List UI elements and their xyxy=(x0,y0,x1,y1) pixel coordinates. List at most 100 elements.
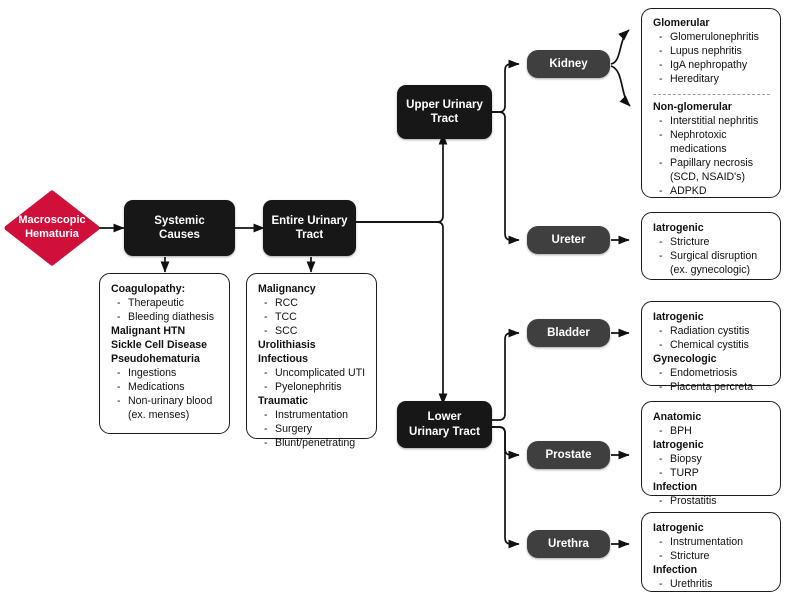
urethra-groups: IatrogenicInstrumentationStrictureInfect… xyxy=(653,522,770,592)
group-item: (SCD, NSAID's) xyxy=(670,170,746,183)
group-item: Stricture xyxy=(653,236,770,250)
edge-kidney-to-glomerular xyxy=(610,29,630,65)
group-item: Chemical cystitis xyxy=(653,339,770,353)
group-header: Anatomic xyxy=(653,411,702,423)
group-header: Iatrogenic xyxy=(653,522,704,534)
group-item-list: Prostatitis xyxy=(653,495,770,509)
edge-lower-to-prostate xyxy=(492,426,520,460)
systemic-groups: Coagulopathy: TherapeuticBleeding diathes… xyxy=(111,283,219,423)
group-item: TCC xyxy=(258,311,366,325)
detail-box-prostate: AnatomicBPHIatrogenicBiopsyTURPInfection… xyxy=(641,401,781,509)
node-systemic-causes-line2: Causes xyxy=(159,229,200,241)
group-item-list: TherapeuticBleeding diathesis xyxy=(111,297,219,325)
node-bladder-label: Bladder xyxy=(547,326,590,339)
edge-lower-to-bladder xyxy=(492,328,520,421)
group-header: Non-glomerular xyxy=(653,100,732,113)
group-item: Medications xyxy=(111,381,219,395)
node-lower-urinary-tract-line2: Urinary Tract xyxy=(409,425,480,438)
group-item: Instrumentation xyxy=(653,536,770,550)
node-entire-urinary-tract[interactable]: Entire Urinary Tract xyxy=(263,200,356,256)
node-ureter[interactable]: Ureter xyxy=(527,226,610,254)
group-item: Uncomplicated UTI xyxy=(258,367,366,381)
kidney-nonglomerular-groups: Non-glomerularInterstitial nephritisNeph… xyxy=(653,101,770,199)
ureter-groups: IatrogenicStrictureSurgical disruption(e… xyxy=(653,222,770,278)
group-item-list: GlomerulonephritisLupus nephritisIgA nep… xyxy=(653,31,770,87)
group-item: (ex. gynecologic) xyxy=(670,263,751,276)
group-item: RCC xyxy=(258,297,366,311)
node-upper-urinary-tract-line2: Tract xyxy=(430,113,459,125)
detail-box-systemic: Coagulopathy: TherapeuticBleeding diathes… xyxy=(99,273,230,434)
node-lower-urinary-tract[interactable]: Lower Urinary Tract xyxy=(397,401,492,448)
group-header: Infection xyxy=(653,480,698,493)
entire-tract-groups: MalignancyRCCTCCSCCUrolithiasisInfectiou… xyxy=(258,283,366,451)
node-bladder[interactable]: Bladder xyxy=(527,319,610,347)
node-ureter-label: Ureter xyxy=(551,233,586,246)
group-item-list: InstrumentationSurgeryBlunt/penetrating xyxy=(258,409,366,451)
group-item-list: InstrumentationStricture xyxy=(653,536,770,564)
start-node-label: Macroscopic Hematuria xyxy=(18,214,85,242)
group-item-list: Interstitial nephritisNephrotoxicmedicat… xyxy=(653,115,770,199)
detail-box-kidney: GlomerularGlomerulonephritisLupus nephri… xyxy=(641,8,781,199)
node-systemic-causes-line1: Systemic xyxy=(154,214,205,227)
group-item: Glomerulonephritis xyxy=(653,31,770,45)
group-item-list: Radiation cystitisChemical cystitis xyxy=(653,325,770,353)
group-item-list: StrictureSurgical disruption(ex. gynecol… xyxy=(653,236,770,278)
node-kidney[interactable]: Kidney xyxy=(527,50,610,78)
group-item: Ingestions xyxy=(111,367,219,381)
group-header: Coagulopathy: xyxy=(111,283,186,295)
group-item: TURP xyxy=(653,467,770,481)
start-label-line1: Macroscopic xyxy=(18,214,86,227)
node-urethra-label: Urethra xyxy=(548,537,589,550)
group-header: Iatrogenic xyxy=(653,438,704,451)
group-header: Iatrogenic xyxy=(653,222,704,234)
start-label-line2: Hematuria xyxy=(25,228,79,240)
group-item: Biopsy xyxy=(653,453,770,467)
kidney-box-divider xyxy=(653,93,770,95)
group-item: Interstitial nephritis xyxy=(653,115,770,129)
bladder-groups: IatrogenicRadiation cystitisChemical cys… xyxy=(653,311,770,395)
start-node-macroscopic-hematuria[interactable]: Macroscopic Hematuria xyxy=(4,190,100,266)
node-urethra[interactable]: Urethra xyxy=(527,530,610,558)
group-item: BPH xyxy=(653,425,770,439)
prostate-groups: AnatomicBPHIatrogenicBiopsyTURPInfection… xyxy=(653,411,770,509)
group-item-list: BPH xyxy=(653,425,770,439)
detail-box-ureter: IatrogenicStrictureSurgical disruption(e… xyxy=(641,212,781,280)
group-item: Surgery xyxy=(258,423,366,437)
node-entire-urinary-tract-line1: Entire Urinary xyxy=(271,214,348,227)
group-item: Bleeding diathesis xyxy=(111,311,219,325)
group-item: Placenta percreta xyxy=(653,381,770,395)
group-item: Pyelonephritis xyxy=(258,381,366,395)
detail-box-bladder: IatrogenicRadiation cystitisChemical cys… xyxy=(641,301,781,395)
node-upper-urinary-tract-line1: Upper Urinary xyxy=(406,98,483,111)
node-prostate[interactable]: Prostate xyxy=(527,441,610,469)
node-prostate-label: Prostate xyxy=(545,448,592,461)
edge-entire-trunk xyxy=(356,133,448,223)
group-item: Surgical disruption xyxy=(653,250,770,264)
kidney-glomerular-groups: GlomerularGlomerulonephritisLupus nephri… xyxy=(653,17,770,87)
group-item: Urethritis xyxy=(653,578,770,592)
detail-box-entire-tract: MalignancyRCCTCCSCCUrolithiasisInfectiou… xyxy=(246,273,377,451)
group-item: Therapeutic xyxy=(111,297,219,311)
group-item-list: EndometriosisPlacenta percreta xyxy=(653,367,770,395)
group-header: Traumatic xyxy=(258,394,309,407)
group-header: Infection xyxy=(653,563,698,576)
group-header: Pseudohematuria xyxy=(111,352,200,365)
group-header: Malignancy xyxy=(258,283,316,295)
edge-lower-to-urethra xyxy=(492,426,520,549)
node-entire-urinary-tract-line2: Tract xyxy=(295,229,324,241)
group-header: Urolithiasis xyxy=(258,338,316,351)
group-item: (ex. menses) xyxy=(128,408,190,421)
group-item-list: Urethritis xyxy=(653,578,770,592)
group-item: Endometriosis xyxy=(653,367,770,381)
diamond-shape-icon xyxy=(4,190,100,266)
group-item: Nephrotoxic xyxy=(653,129,770,143)
group-header: Sickle Cell Disease xyxy=(111,338,207,351)
node-upper-urinary-tract[interactable]: Upper Urinary Tract xyxy=(397,85,492,139)
group-item-list: RCCTCCSCC xyxy=(258,297,366,339)
group-item: Blunt/penetrating xyxy=(258,437,366,451)
node-lower-urinary-tract-line1: Lower xyxy=(427,411,462,424)
node-systemic-causes[interactable]: Systemic Causes xyxy=(124,200,235,256)
group-header: Malignant HTN xyxy=(111,324,186,337)
edge-kidney-to-nonglomerular xyxy=(610,65,631,107)
